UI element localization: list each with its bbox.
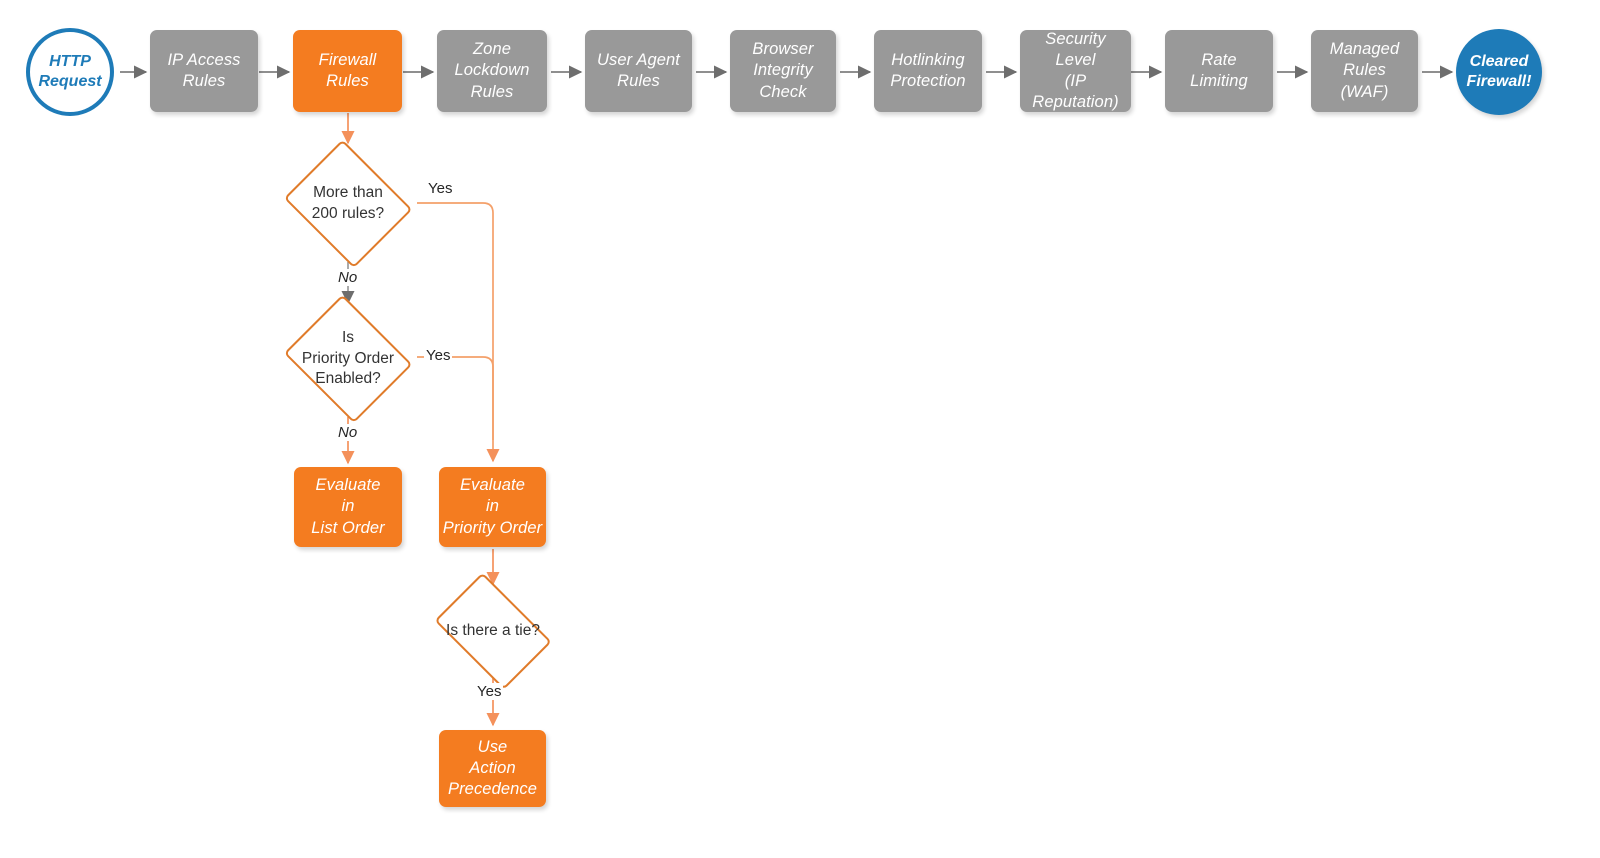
node-browser-integrity-check[interactable]: Browser Integrity Check [730,30,836,112]
node-hotlinking-protection-label: Hotlinking Protection [890,50,966,90]
node-http-request[interactable]: HTTP Request [26,28,114,116]
node-managed-rules-waf[interactable]: Managed Rules (WAF) [1311,30,1418,112]
node-cleared-firewall-label: Cleared Firewall! [1466,53,1532,90]
node-rate-limiting-label: Rate Limiting [1190,50,1248,90]
decision-more-than-200-rules[interactable]: More than 200 rules? [278,139,418,269]
node-browser-integrity-check-label: Browser Integrity Check [752,40,814,101]
node-cleared-firewall[interactable]: Cleared Firewall! [1456,29,1542,115]
decision-more-than-200-rules-label: More than 200 rules? [311,184,385,222]
decision-is-there-a-tie-label: Is there a tie? [446,621,540,639]
node-use-action-precedence[interactable]: Use Action Precedence [439,730,546,807]
edge-label-priority-no: No [336,424,360,441]
node-evaluate-in-priority-order[interactable]: Evaluate in Priority Order [439,467,546,547]
node-hotlinking-protection[interactable]: Hotlinking Protection [874,30,982,112]
decision-priority-order-enabled[interactable]: Is Priority Order Enabled? [278,294,418,424]
node-user-agent-rules-label: User Agent Rules [597,50,680,90]
node-security-level-label: Security Level (IP Reputation) [1032,29,1119,112]
node-firewall-rules-label: Firewall Rules [318,50,377,90]
node-zone-lockdown-rules-label: Zone Lockdown Rules [454,40,530,101]
decision-is-there-a-tie[interactable]: Is there a tie? [424,572,562,690]
node-http-request-label: HTTP Request [38,53,102,90]
node-user-agent-rules[interactable]: User Agent Rules [585,30,692,112]
node-security-level[interactable]: Security Level (IP Reputation) [1020,30,1131,112]
node-use-action-precedence-label: Use Action Precedence [447,737,538,799]
node-evaluate-in-list-order[interactable]: Evaluate in List Order [294,467,402,547]
node-evaluate-in-priority-order-label: Evaluate in Priority Order [442,476,543,537]
edge-label-tie-yes: Yes [475,683,504,700]
node-rate-limiting[interactable]: Rate Limiting [1165,30,1273,112]
node-evaluate-in-list-order-label: Evaluate in List Order [311,476,385,537]
edge-label-priority-yes: Yes [424,347,453,364]
node-ip-access-rules-label: IP Access Rules [167,50,241,90]
node-managed-rules-waf-label: Managed Rules (WAF) [1329,40,1400,101]
node-ip-access-rules[interactable]: IP Access Rules [150,30,258,112]
edge-label-more200-no: No [336,269,360,286]
node-zone-lockdown-rules[interactable]: Zone Lockdown Rules [437,30,547,112]
decision-priority-order-enabled-label: Is Priority Order Enabled? [301,329,395,388]
edge-label-more200-yes: Yes [426,180,455,197]
node-firewall-rules[interactable]: Firewall Rules [293,30,402,112]
